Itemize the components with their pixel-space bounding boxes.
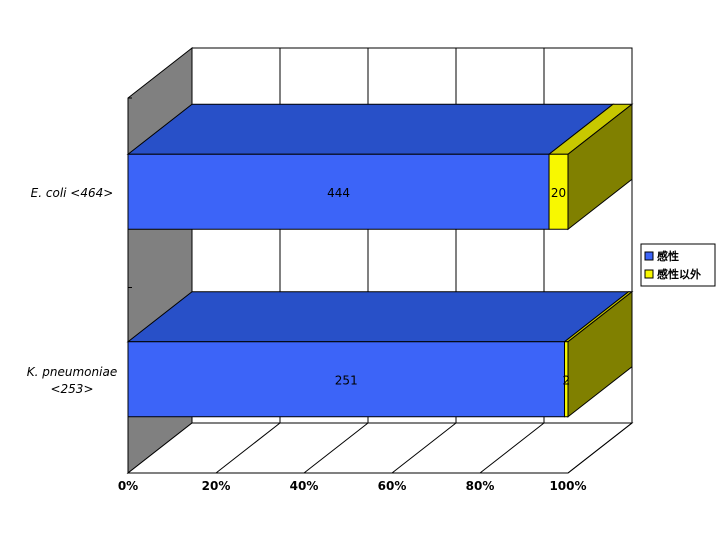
legend-label: 感性以外: [657, 267, 701, 281]
bar-segment: [127, 341, 566, 418]
data-label: 2: [562, 373, 570, 387]
bars: 444 20 251 2: [126, 103, 634, 418]
bar-top-face: [126, 103, 615, 155]
gridline-floor: [567, 422, 633, 474]
x-tick-label: 20%: [202, 479, 231, 493]
data-label: 20: [551, 186, 566, 200]
category-labels: E. coli <464> K. pneumoniae <253>: [27, 186, 117, 396]
bar-segment: [548, 153, 569, 230]
gridline-floor: [479, 422, 545, 474]
gridline-floor: [391, 422, 457, 474]
floor: [126, 422, 634, 474]
x-axis-ticks: 0% 20% 40% 60% 80% 100%: [118, 479, 587, 493]
category-label: E. coli <464>: [31, 186, 114, 200]
legend-swatch: [644, 269, 654, 279]
category-label: <253>: [50, 382, 93, 396]
category-label: K. pneumoniae: [27, 365, 117, 379]
bar-top-face: [126, 291, 630, 343]
legend-label: 感性: [657, 249, 679, 263]
gridline-floor: [215, 422, 281, 474]
x-tick-label: 60%: [378, 479, 407, 493]
data-label: 251: [335, 373, 358, 387]
x-tick-label: 0%: [118, 479, 138, 493]
gridline-floor: [303, 422, 369, 474]
x-tick-label: 40%: [290, 479, 319, 493]
legend-box: [640, 243, 716, 287]
x-tick-label: 100%: [549, 479, 586, 493]
bar-segment: [127, 153, 550, 230]
legend-swatch: [644, 251, 654, 261]
bar-segment: [564, 341, 569, 418]
x-tick-label: 80%: [466, 479, 495, 493]
data-label: 444: [327, 186, 350, 200]
